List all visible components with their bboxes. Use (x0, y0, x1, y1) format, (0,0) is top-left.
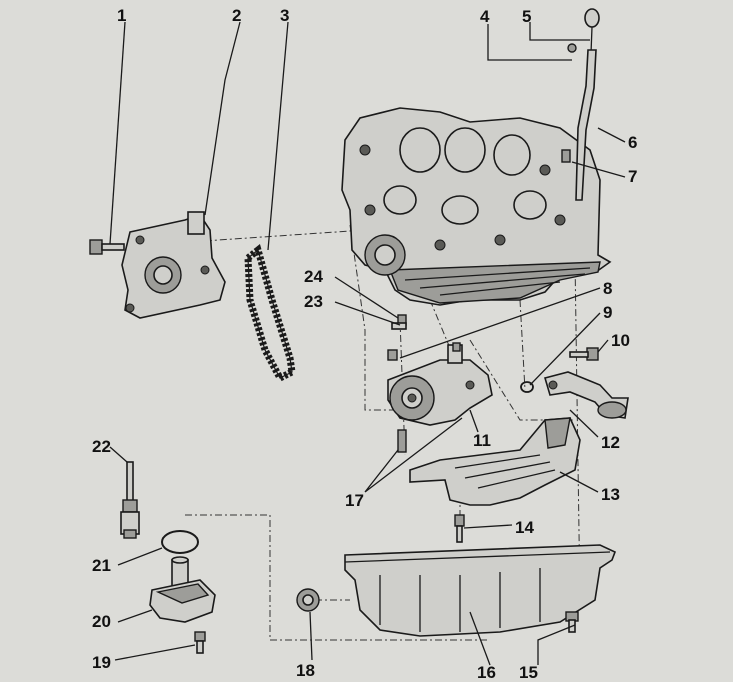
oil-pan-baffle (409, 417, 581, 506)
callout-8: 8 (603, 279, 612, 298)
gasket-ring (161, 530, 199, 554)
callout-13: 13 (601, 485, 620, 504)
callout-10: 10 (611, 331, 630, 350)
drain-plug (296, 588, 320, 612)
callout-18: 18 (296, 661, 315, 680)
callout-7: 7 (628, 167, 637, 186)
cylinder-block (341, 107, 612, 306)
bolt-24-23 (387, 314, 407, 361)
bolt-19 (194, 631, 206, 654)
callout-9: 9 (603, 303, 612, 322)
callout-19: 19 (92, 653, 111, 672)
callout-2: 2 (232, 6, 241, 25)
callout-12: 12 (601, 433, 620, 452)
callout-16: 16 (477, 663, 496, 682)
callout-22: 22 (92, 437, 111, 456)
oil-pan (344, 544, 617, 637)
dipstick-assembly (561, 8, 600, 201)
bolt-1 (89, 239, 125, 255)
callout-labels: 1 2 3 4 5 6 7 8 9 10 11 12 13 14 15 16 1… (92, 6, 637, 682)
oil-pump (387, 342, 493, 453)
callout-14: 14 (515, 518, 534, 537)
callout-15: 15 (519, 663, 538, 682)
drive-chain (244, 243, 296, 383)
callout-6: 6 (628, 133, 637, 152)
callout-11: 11 (473, 431, 491, 450)
bolt-14 (454, 514, 465, 543)
suction-pipe (543, 371, 629, 419)
oil-level-sensor (120, 461, 140, 539)
oil-filter-housing (149, 556, 216, 623)
callout-3: 3 (280, 6, 289, 25)
callout-1: 1 (117, 6, 126, 25)
callout-20: 20 (92, 612, 111, 631)
leader-lines (109, 21, 626, 666)
callout-4: 4 (480, 7, 490, 26)
o-ring-9 (520, 381, 534, 393)
callout-21: 21 (92, 556, 111, 575)
callout-24: 24 (304, 267, 323, 286)
callout-17: 17 (345, 491, 364, 510)
callout-23: 23 (304, 292, 323, 311)
bolt-10 (569, 347, 599, 361)
bolt-15 (565, 611, 579, 633)
front-seal-housing (121, 211, 226, 319)
callout-5: 5 (522, 7, 531, 26)
